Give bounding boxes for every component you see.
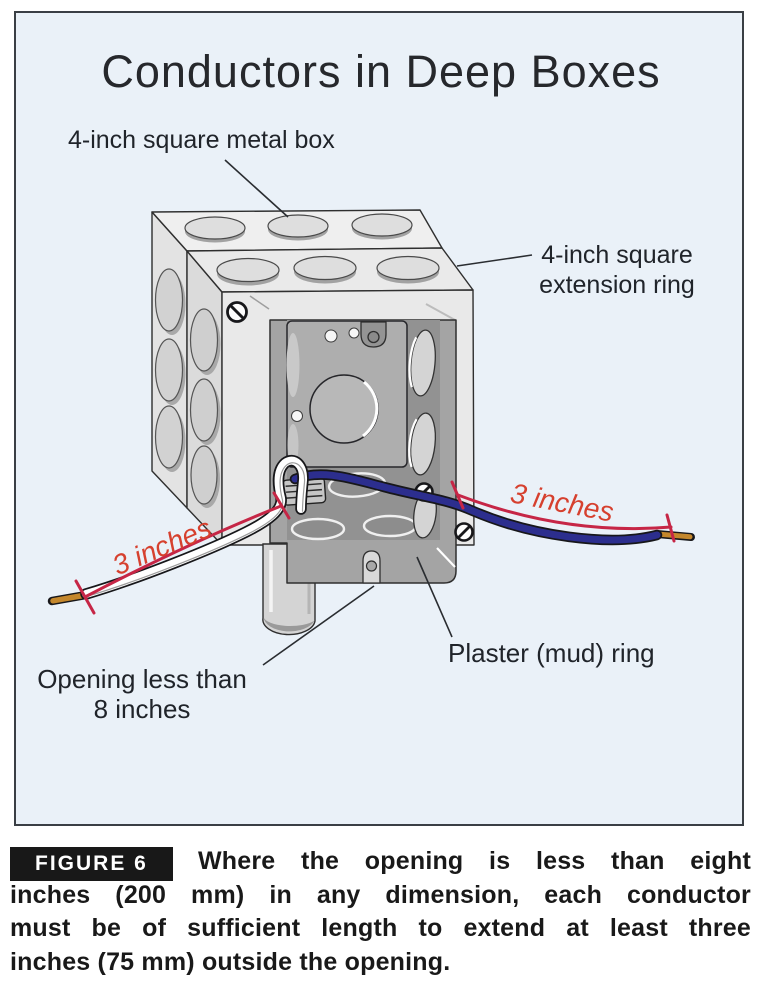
label-opening-line2: 8 inches xyxy=(93,694,191,724)
caption-line: inches (200 mm) in any dimension, each c… xyxy=(10,880,751,909)
caption-line: must be of sufficient length to extend a… xyxy=(10,914,751,942)
label-extension-ring-line1: 4-inch square xyxy=(541,241,693,269)
caption-line: Where the opening is less than eight xyxy=(198,847,751,875)
figure-title: Conductors in Deep Boxes xyxy=(101,46,661,97)
label-opening-line1: Opening less than xyxy=(37,664,247,694)
label-plaster-ring: Plaster (mud) ring xyxy=(448,638,655,668)
caption-line: inches (75 mm) outside the opening. xyxy=(10,947,451,976)
figure-caption: Where the opening is less than eight inc… xyxy=(10,845,751,979)
label-opening: Opening less than 8 inches xyxy=(26,664,258,724)
label-metal-box: 4-inch square metal box xyxy=(68,126,335,154)
label-extension-ring: 4-inch square extension ring xyxy=(522,240,712,300)
label-extension-ring-line2: extension ring xyxy=(539,271,695,299)
figure-number-badge: FIGURE 6 xyxy=(10,847,173,881)
